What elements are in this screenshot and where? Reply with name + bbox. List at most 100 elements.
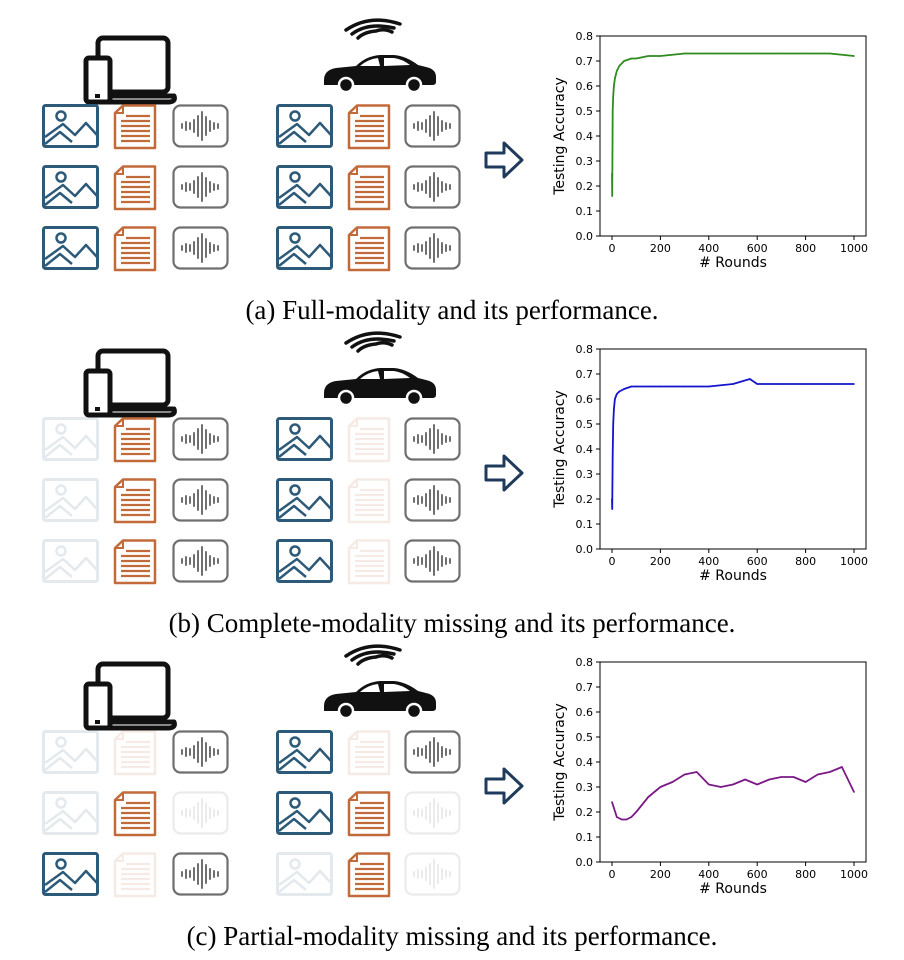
audio-waveform-icon: [404, 539, 461, 583]
text-document-icon: [113, 104, 157, 150]
audio-waveform-icon: [404, 791, 461, 835]
y-tick-label: 0.4: [576, 130, 594, 143]
y-tick-label: 0.1: [576, 518, 594, 531]
image-icon: [276, 165, 333, 209]
text-document-icon: [347, 791, 391, 837]
y-tick-label: 0.5: [576, 105, 594, 118]
data-point: [618, 390, 621, 393]
data-point: [611, 453, 614, 455]
x-tick-label: 200: [650, 242, 671, 255]
data-point: [618, 65, 621, 67]
plot-frame: [599, 35, 867, 237]
y-tick-label: 0.3: [576, 781, 594, 794]
data-point: [616, 70, 618, 72]
data-point: [625, 818, 628, 821]
data-point: [616, 393, 618, 395]
data-point: [659, 786, 662, 788]
plot-frame: [599, 348, 867, 550]
data-point: [630, 57, 633, 60]
data-point: [616, 816, 618, 818]
x-axis-label: # Rounds: [699, 255, 767, 271]
image-icon: [42, 852, 99, 896]
data-point: [804, 781, 807, 783]
y-tick-label: 0.3: [576, 155, 594, 168]
data-point: [613, 408, 615, 410]
x-tick-label: 200: [650, 555, 671, 568]
data-point: [829, 52, 831, 55]
accuracy-series-line: [611, 378, 854, 510]
audio-waveform-icon: [172, 478, 229, 522]
audio-waveform-icon: [172, 730, 229, 774]
x-tick-label: 0: [609, 555, 616, 568]
data-point: [756, 783, 758, 786]
data-point: [695, 771, 698, 773]
text-document-icon: [113, 478, 157, 524]
caption-b: (b) Complete-modality missing and its pe…: [169, 608, 736, 638]
data-point: [611, 801, 613, 803]
data-point: [756, 52, 758, 55]
data-point: [613, 85, 615, 87]
text-document-icon: [113, 539, 157, 585]
y-tick-label: 0.0: [576, 856, 594, 869]
y-tick-label: 0.2: [576, 493, 594, 506]
data-point: [671, 781, 674, 783]
data-point: [732, 52, 734, 55]
caption-c: (c) Partial-modality missing and its per…: [187, 921, 718, 951]
image-icon: [276, 226, 333, 270]
y-tick-label: 0.5: [576, 418, 594, 431]
data-point: [792, 776, 795, 778]
accuracy-series-line: [611, 766, 855, 821]
data-point: [611, 498, 613, 500]
text-document-icon: [347, 226, 391, 272]
y-tick-label: 0.2: [576, 180, 594, 193]
audio-waveform-icon: [172, 165, 229, 209]
audio-waveform-icon: [172, 539, 229, 583]
y-tick-label: 0.7: [576, 55, 594, 68]
wifi-signal-icon: [344, 644, 402, 666]
text-document-icon: [113, 417, 157, 463]
image-icon: [42, 539, 99, 583]
image-icon: [276, 791, 333, 835]
data-point: [853, 383, 855, 385]
x-tick-label: 600: [747, 555, 768, 568]
image-icon: [42, 104, 99, 148]
data-point: [749, 378, 751, 380]
panel-c: [42, 644, 524, 898]
x-tick-label: 1000: [840, 868, 868, 881]
car-icon: [322, 679, 438, 720]
audio-waveform-icon: [404, 165, 461, 209]
x-tick-label: 600: [747, 868, 768, 881]
audio-waveform-icon: [172, 104, 229, 148]
wifi-signal-icon: [344, 331, 402, 353]
data-point: [647, 796, 650, 798]
data-point: [612, 95, 615, 97]
data-point: [630, 385, 633, 388]
x-tick-label: 0: [609, 242, 616, 255]
y-tick-label: 0.1: [576, 205, 594, 218]
data-point: [614, 77, 616, 80]
y-tick-label: 0.6: [576, 80, 594, 93]
y-tick-label: 0.8: [576, 30, 594, 43]
image-icon: [42, 165, 99, 209]
laptop-phone-icon: [86, 664, 174, 728]
text-document-icon: [113, 791, 157, 837]
data-point: [647, 55, 650, 57]
y-tick-label: 0.7: [576, 681, 594, 694]
panel-b: [42, 331, 524, 585]
data-point: [768, 778, 771, 781]
caption-a: (a) Full-modality and its performance.: [245, 295, 658, 325]
audio-waveform-icon: [404, 417, 461, 461]
y-tick-label: 0.5: [576, 731, 594, 744]
data-point: [614, 398, 616, 400]
data-point: [732, 383, 734, 385]
data-point: [647, 385, 650, 388]
data-point: [708, 385, 710, 388]
laptop-phone-icon: [86, 351, 174, 415]
x-tick-label: 1000: [840, 555, 868, 568]
image-icon: [42, 730, 99, 774]
y-axis-label: Testing Accuracy: [552, 703, 568, 822]
data-point: [635, 57, 637, 60]
data-point: [623, 60, 625, 62]
audio-waveform-icon: [404, 226, 461, 270]
